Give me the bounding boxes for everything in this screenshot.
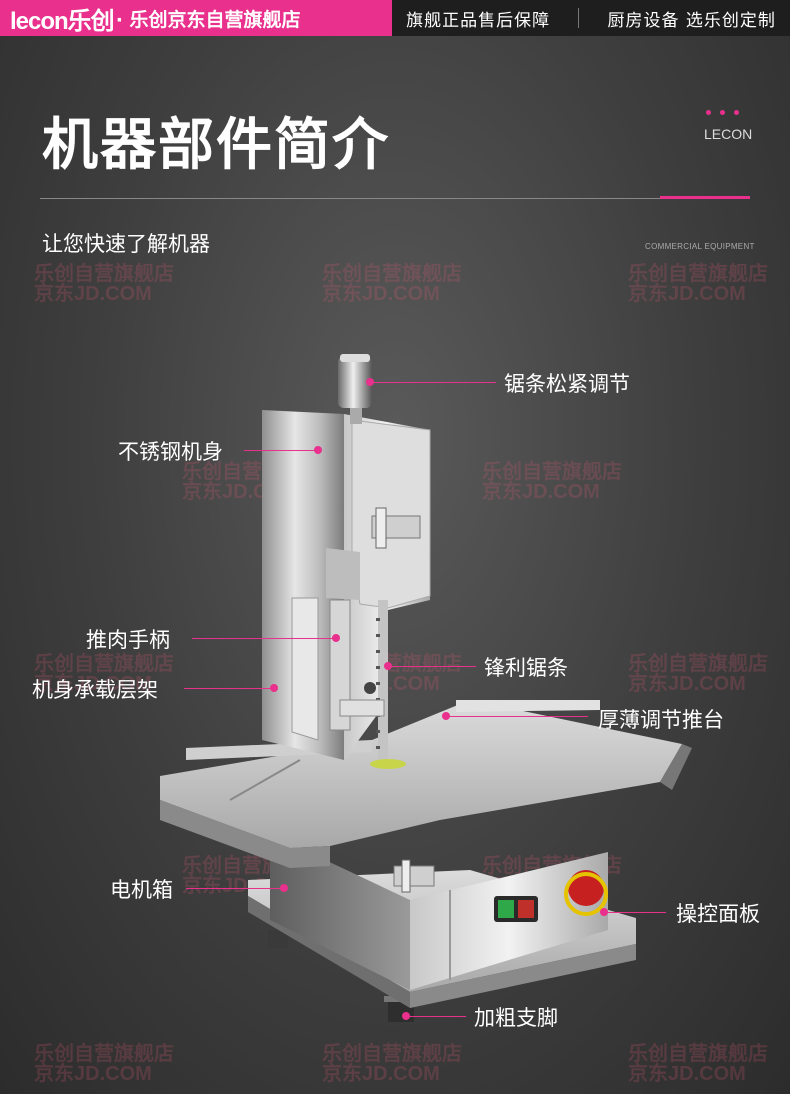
- leader-line: [192, 638, 334, 639]
- emergency-stop-base: [564, 872, 608, 916]
- leader-line: [408, 1016, 466, 1017]
- pointer-dot: [402, 1012, 410, 1020]
- watermark: 乐创自营旗舰店京东JD.COM: [482, 461, 622, 503]
- leader-line: [606, 912, 666, 913]
- watermark: 乐创自营旗舰店京东JD.COM: [34, 1043, 174, 1085]
- pointer-dot: [280, 884, 288, 892]
- label-stainless-body: 不锈钢机身: [118, 440, 223, 464]
- label-control-panel: 操控面板: [676, 902, 760, 926]
- pointer-dot: [442, 712, 450, 720]
- pointer-dot: [314, 446, 322, 454]
- watermark: 乐创自营旗舰店京东JD.COM: [322, 263, 462, 305]
- top-banner: lecon乐创 · 乐创京东自营旗舰店 旗舰正品售后保障 厨房设备 选乐创定制: [0, 0, 790, 36]
- leader-line: [244, 450, 318, 451]
- pointer-dot: [270, 684, 278, 692]
- pointer-dot: [366, 378, 374, 386]
- stop-button: [518, 900, 534, 918]
- leader-line: [184, 688, 272, 689]
- cutting-table-front-lip: [160, 800, 330, 868]
- foot: [268, 930, 288, 948]
- label-thickness-table: 厚薄调节推台: [598, 708, 724, 732]
- leader-line: [372, 382, 496, 383]
- divider-line: [40, 198, 750, 199]
- leader-line: [390, 666, 476, 667]
- watermark: 乐创自营旗舰店京东JD.COM: [34, 653, 174, 695]
- push-table-rail: [229, 759, 301, 801]
- label-push-handle: 推肉手柄: [86, 628, 170, 652]
- tension-knob-cap: [340, 354, 370, 362]
- cutting-table: [160, 700, 682, 848]
- motor-box-latch: [393, 865, 435, 887]
- tension-knob: [338, 356, 372, 408]
- page-title: 机器部件简介: [42, 113, 390, 178]
- tagline: COMMERCIAL EQUIPMENT: [645, 242, 755, 251]
- leader-line: [448, 716, 588, 717]
- divider-accent: [660, 196, 750, 199]
- brand-small-text: LECON: [704, 126, 753, 142]
- label-motor-box: 电机箱: [110, 878, 173, 902]
- page-subtitle: 让您快速了解机器: [42, 232, 210, 256]
- blade-slot: [370, 759, 406, 769]
- emergency-stop-button: [568, 870, 604, 906]
- slogan-custom: 厨房设备 选乐创定制: [607, 10, 776, 31]
- store-name: · 乐创京东自营旗舰店: [115, 8, 301, 31]
- slogan-divider: [578, 8, 580, 28]
- upper-housing: [351, 419, 431, 609]
- watermark: 乐创自营旗舰店京东JD.COM: [628, 263, 768, 305]
- decorative-dots: [706, 110, 739, 115]
- label-tension-knob: 锯条松紧调节: [504, 372, 630, 396]
- slogan-guarantee: 旗舰正品售后保障: [406, 10, 551, 31]
- watermark: 乐创自营旗舰店京东JD.COM: [322, 1043, 462, 1085]
- label-body-shelf: 机身承载层架: [32, 678, 158, 702]
- motor-box-latch-handle: [401, 859, 411, 893]
- watermark: 乐创自营旗舰店京东JD.COM: [628, 653, 768, 695]
- label-sharp-blade: 锋利锯条: [484, 656, 568, 680]
- thickness-guide-plate: [456, 700, 600, 712]
- store-brand-link[interactable]: lecon乐创 · 乐创京东自营旗舰店: [0, 0, 392, 36]
- push-handle: [329, 599, 351, 731]
- saw-blade: [378, 600, 388, 762]
- cutting-table-right-lip: [660, 744, 692, 790]
- pointer-dot: [600, 908, 608, 916]
- upper-latch-handle: [375, 507, 387, 549]
- base-plate-front: [410, 944, 636, 1008]
- watermark: 乐创自营旗舰店京东JD.COM: [628, 1043, 768, 1085]
- blade-guide: [339, 699, 385, 717]
- leader-line: [186, 888, 282, 889]
- watermark: 乐创自营旗舰店京东JD.COM: [34, 263, 174, 305]
- body-shelf: [291, 597, 319, 741]
- blade-guide-knob: [364, 682, 376, 694]
- motor-box-side: [270, 834, 410, 990]
- pointer-dot: [332, 634, 340, 642]
- slogan-bar: 旗舰正品售后保障 厨房设备 选乐创定制: [392, 0, 790, 36]
- push-handle-slot: [326, 548, 360, 600]
- pointer-dot: [384, 662, 392, 670]
- brand-logo: lecon乐创: [10, 7, 115, 35]
- start-button: [498, 900, 514, 918]
- label-thick-feet: 加粗支脚: [474, 1006, 558, 1030]
- column-side: [262, 410, 344, 760]
